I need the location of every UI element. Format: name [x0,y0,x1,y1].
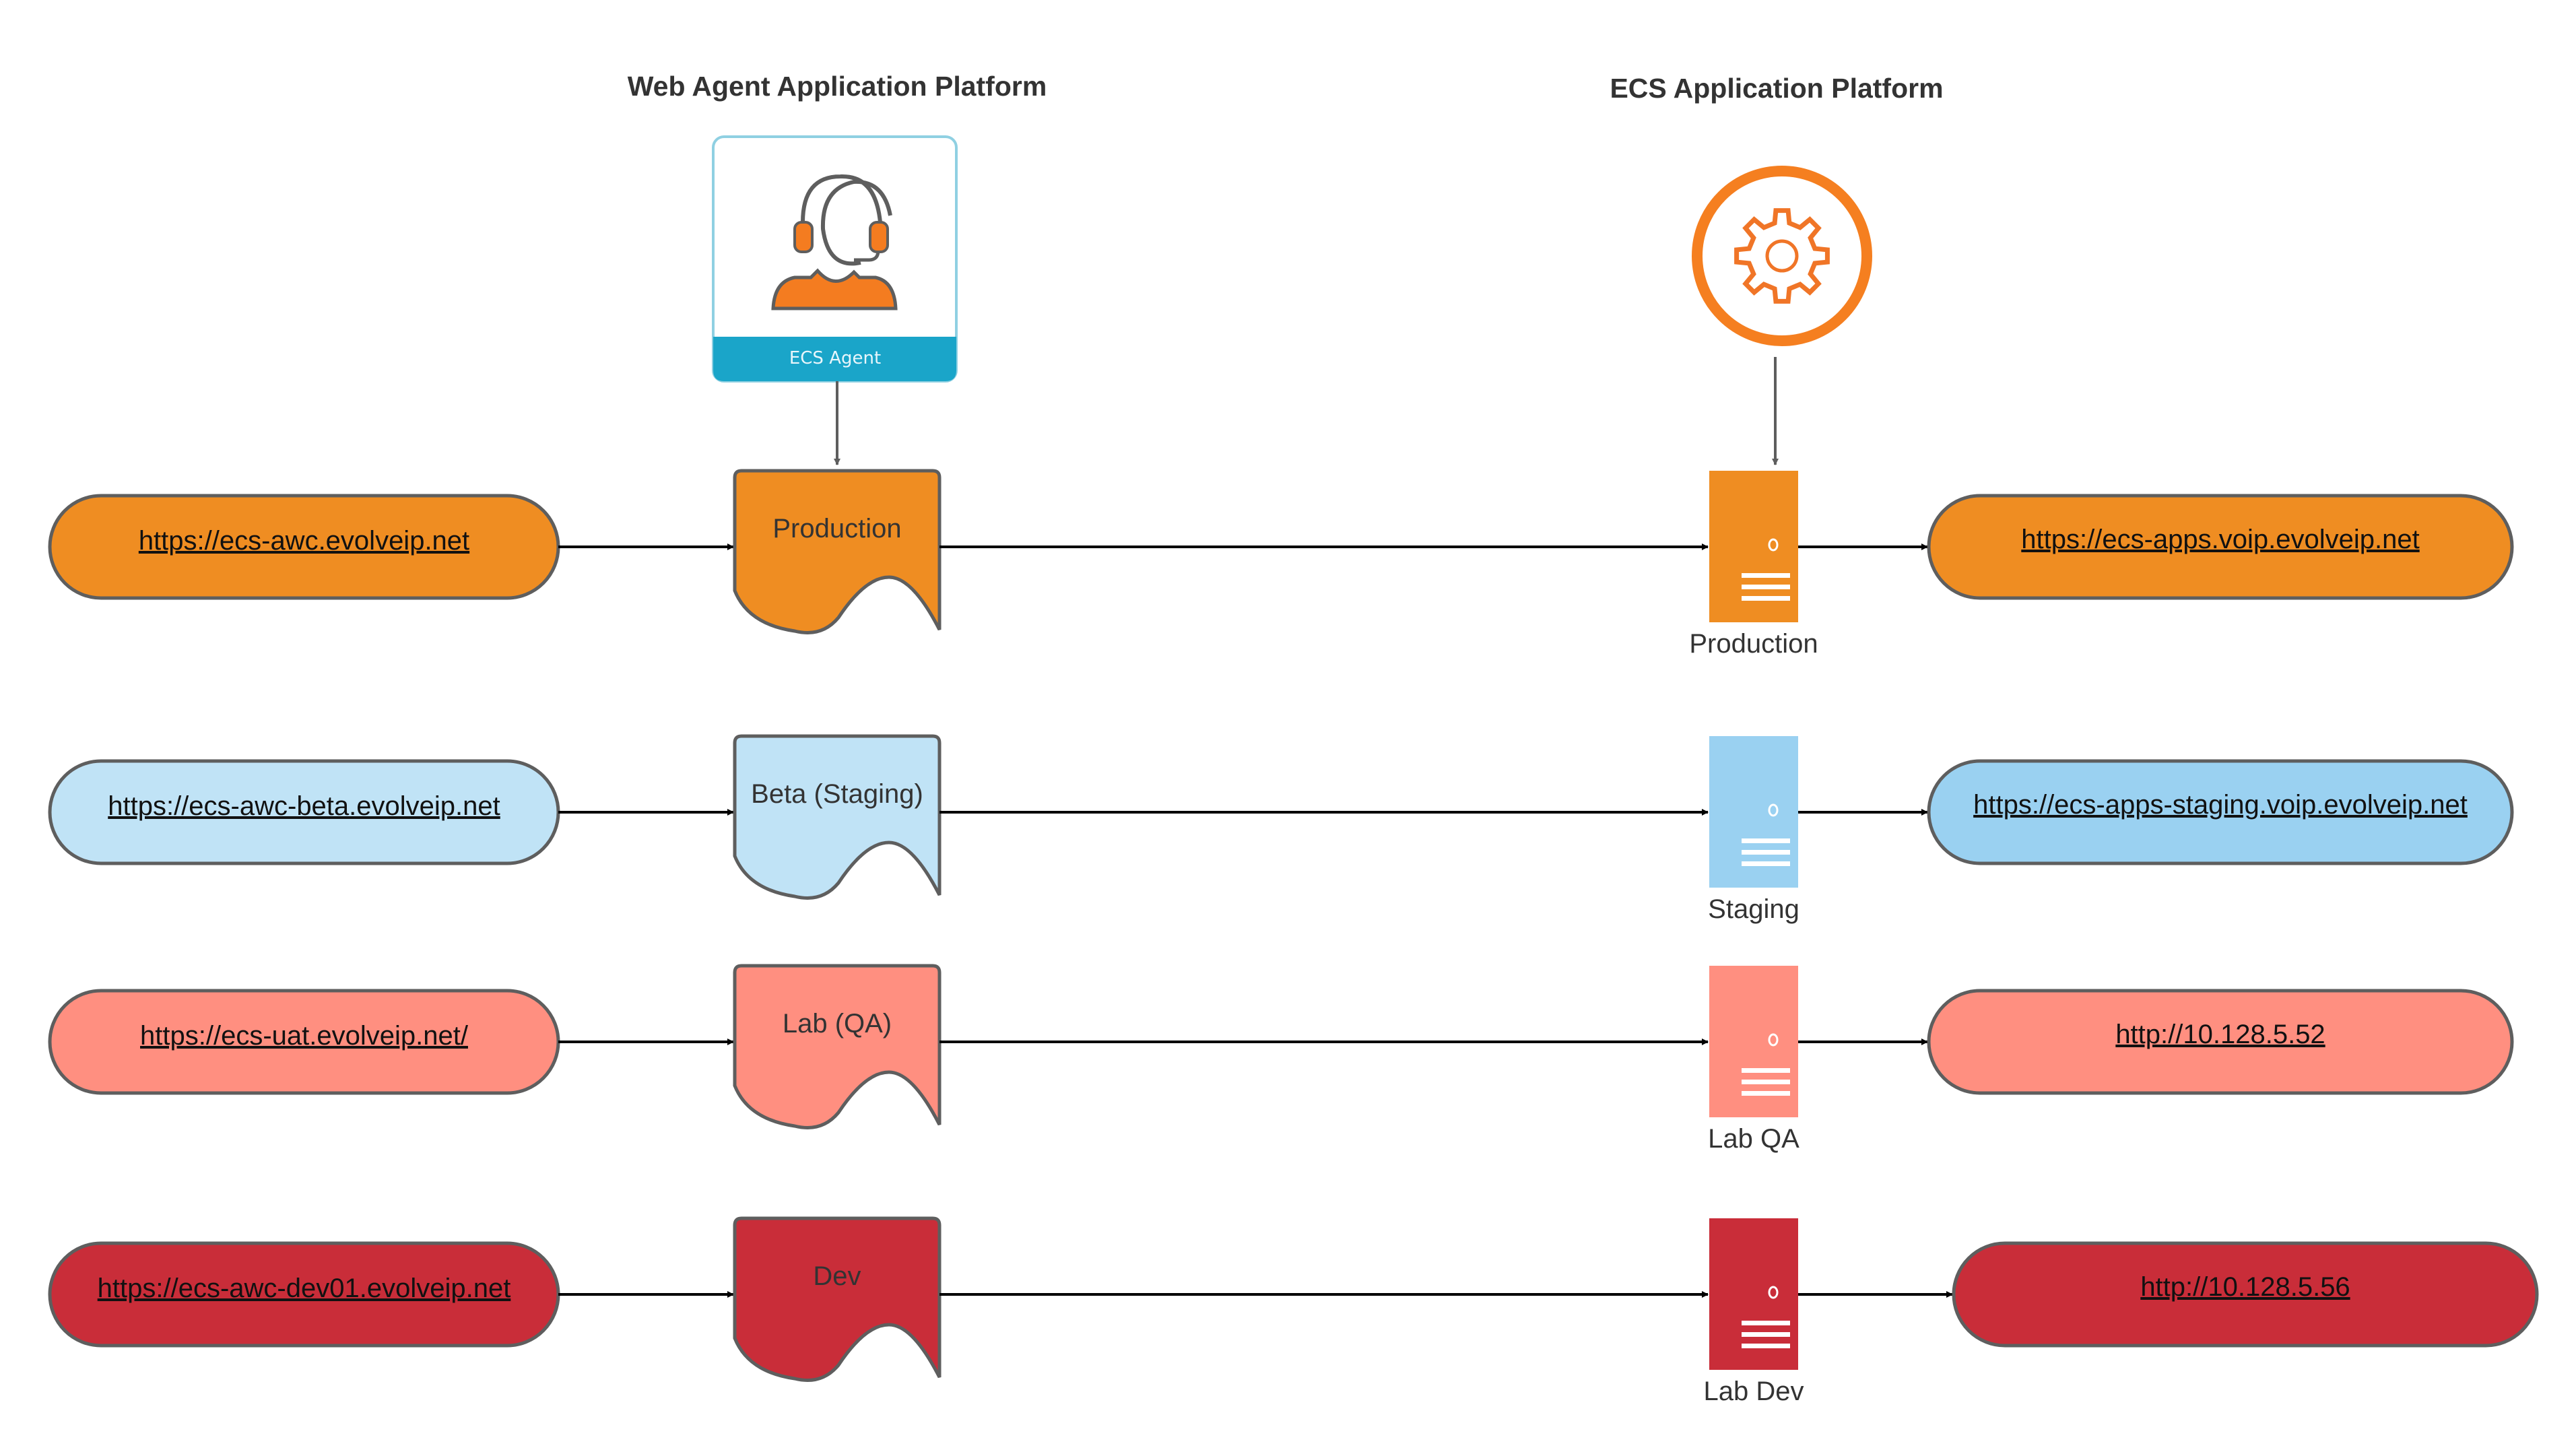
server-node[interactable]: Production [1689,471,1818,659]
target-url-link[interactable]: https://ecs-apps-staging.voip.evolveip.n… [1973,790,2468,820]
row-lab-qa: https://ecs-uat.evolveip.net/Lab (QA) Lab… [48,964,2514,1154]
source-url-node[interactable]: https://ecs-uat.evolveip.net/ [48,989,560,1095]
source-url-link[interactable]: https://ecs-awc.evolveip.net [139,526,469,556]
target-url-node[interactable]: https://ecs-apps.voip.evolveip.net [1927,494,2514,600]
source-url-link[interactable]: https://ecs-uat.evolveip.net/ [140,1021,469,1051]
web-platform-node[interactable]: Beta (Staging) [733,734,942,900]
target-url-node[interactable]: https://ecs-apps-staging.voip.evolveip.n… [1927,759,2514,865]
web-platform-label: Lab (QA) [783,1009,892,1038]
ecs-agent-card[interactable]: ECS Agent [712,135,958,383]
server-node[interactable]: Lab QA [1708,966,1799,1154]
web-platform-node[interactable]: Dev [733,1216,942,1382]
source-url-node[interactable]: https://ecs-awc-dev01.evolveip.net [48,1241,560,1348]
web-platform-label: Dev [813,1261,861,1291]
server-label: Lab Dev [1704,1377,1804,1406]
source-url-link[interactable]: https://ecs-awc-dev01.evolveip.net [98,1274,511,1303]
server-label: Staging [1708,894,1799,924]
web-platform-node[interactable]: Production [733,469,942,634]
ecs-platform-icon[interactable] [1692,166,1872,346]
ecs-platform-header: ECS Application Platform [1610,73,1943,104]
source-url-link[interactable]: https://ecs-awc-beta.evolveip.net [108,791,500,821]
target-url-link[interactable]: http://10.128.5.56 [2140,1272,2350,1302]
web-platform-label: Beta (Staging) [751,779,923,809]
server-icon [1709,966,1798,1117]
source-url-node[interactable]: https://ecs-awc.evolveip.net [48,494,560,600]
server-label: Production [1689,629,1818,659]
target-url-link[interactable]: https://ecs-apps.voip.evolveip.net [2021,525,2419,554]
target-url-node[interactable]: http://10.128.5.56 [1952,1241,2539,1348]
ecs-agent-label: ECS Agent [789,348,881,368]
target-url-link[interactable]: http://10.128.5.52 [2115,1020,2325,1049]
target-url-node[interactable]: http://10.128.5.52 [1927,989,2514,1095]
web-agent-platform-header: Web Agent Application Platform [628,71,1047,102]
server-icon [1709,736,1798,888]
server-icon [1709,1218,1798,1370]
server-node[interactable]: Lab Dev [1704,1218,1804,1406]
server-icon [1709,471,1798,622]
row-staging: https://ecs-awc-beta.evolveip.net Beta (S… [48,734,2514,924]
headset-agent-icon [771,174,898,310]
web-platform-label: Production [772,514,901,543]
server-node[interactable]: Staging [1708,736,1799,924]
source-url-node[interactable]: https://ecs-awc-beta.evolveip.net [48,759,560,865]
web-platform-node[interactable]: Lab (QA) [733,964,942,1129]
gear-icon [1734,208,1830,304]
row-dev: https://ecs-awc-dev01.evolveip.net DevLab… [48,1216,2539,1406]
server-label: Lab QA [1708,1124,1799,1154]
